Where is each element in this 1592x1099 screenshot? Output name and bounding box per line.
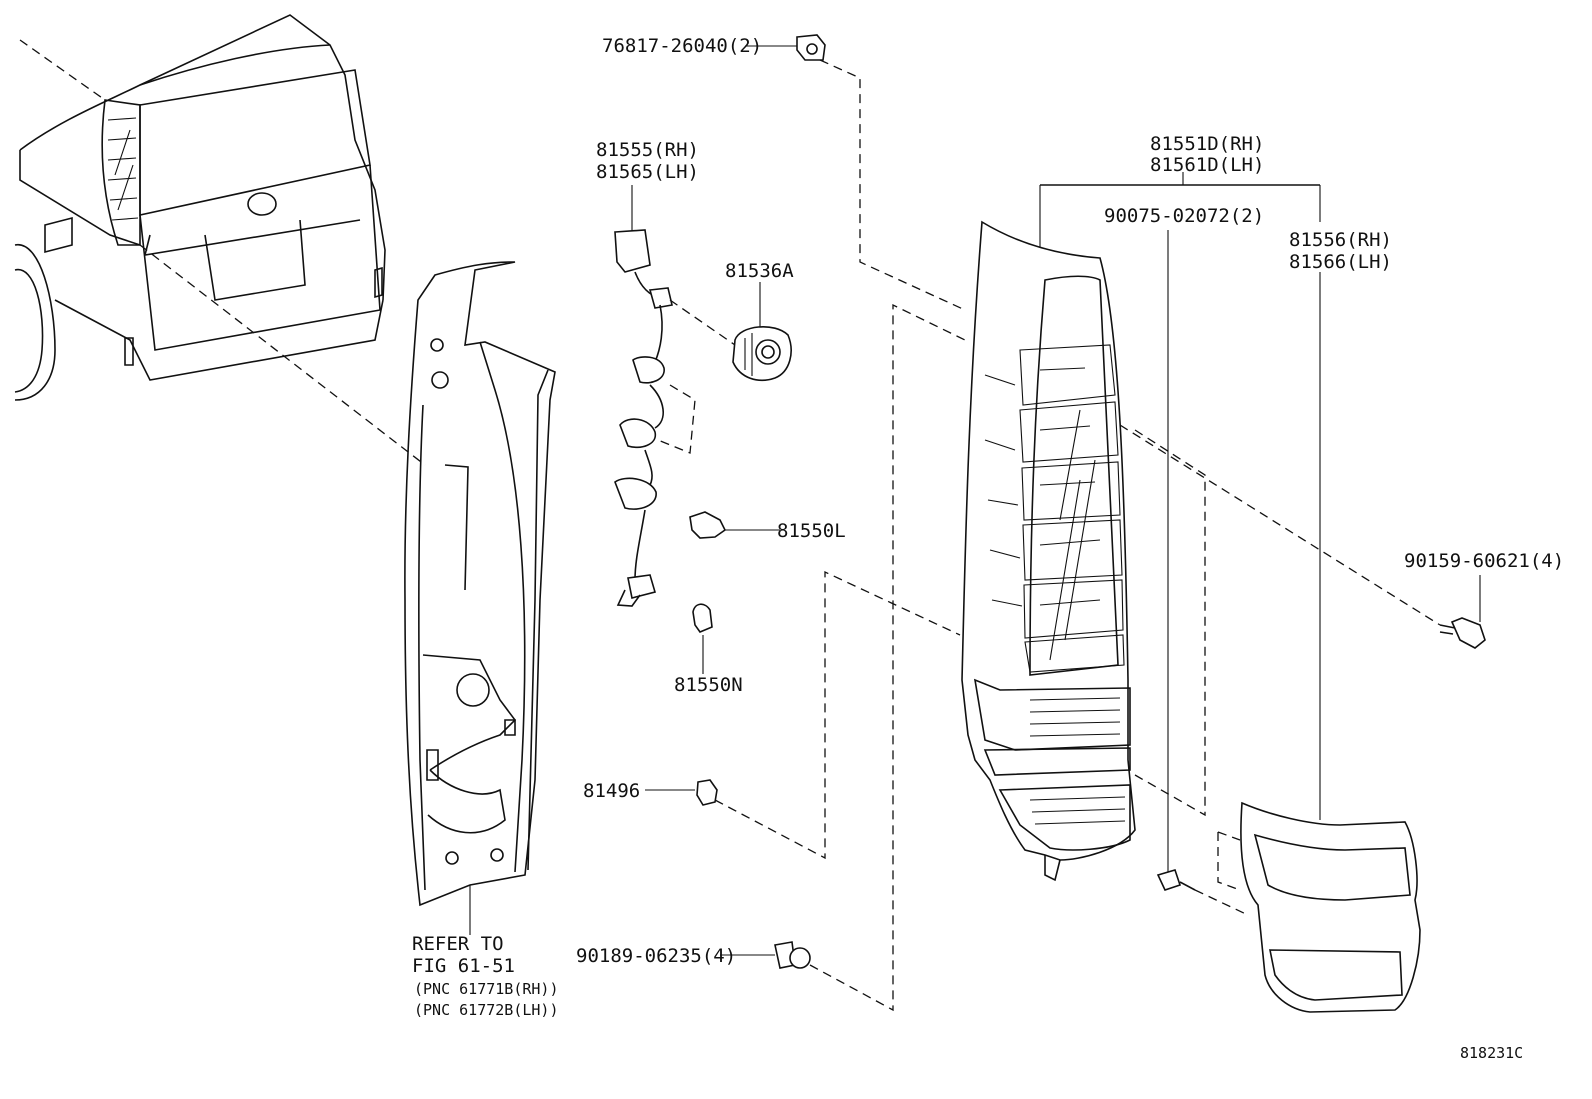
refer-line-1: REFER TO — [412, 933, 504, 955]
label-nut: 90189-06235(4) — [576, 945, 736, 967]
screw-small-part — [1156, 230, 1249, 916]
refer-line-2: FIG 61-51 — [412, 955, 515, 977]
label-lens-rh: 81556(RH) — [1289, 229, 1392, 251]
tail-lamp-assembly — [961, 172, 1441, 882]
label-bulb-n: 81550N — [674, 674, 743, 696]
label-screw-small: 90075-02072(2) — [1104, 205, 1264, 227]
socket-wire-assembly — [614, 185, 736, 607]
label-clip-top: 76817-26040(2) — [602, 35, 762, 57]
nut-part — [720, 303, 966, 1012]
label-grommet: 81496 — [583, 780, 640, 802]
grommet-part — [645, 570, 961, 860]
label-lens-lh: 81566(LH) — [1289, 251, 1392, 273]
refer-pnc-lh: (PNC 61772B(LH)) — [414, 1001, 559, 1019]
label-screw-side: 90159-60621(4) — [1404, 550, 1564, 572]
label-socket-seal: 81536A — [725, 260, 794, 282]
rear-body-panel — [404, 261, 556, 935]
socket-seal-part — [732, 282, 792, 382]
refer-pnc-rh: (PNC 61771B(RH)) — [414, 980, 559, 998]
label-lamp-rh: 81551D(RH) — [1150, 133, 1264, 155]
label-lamp-lh: 81561D(LH) — [1150, 154, 1264, 176]
vehicle-rear-illustration — [14, 14, 426, 466]
clip-part — [745, 34, 966, 311]
bulb-n-part — [692, 603, 713, 674]
lens-part — [1217, 272, 1421, 1013]
label-bulb-l: 81550L — [777, 520, 846, 542]
label-socket-rh: 81555(RH) — [596, 139, 699, 161]
figure-id: 818231C — [1460, 1044, 1523, 1062]
screw-side-part — [1439, 575, 1486, 649]
bulb-l-part — [689, 511, 780, 539]
label-socket-lh: 81565(LH) — [596, 161, 699, 183]
